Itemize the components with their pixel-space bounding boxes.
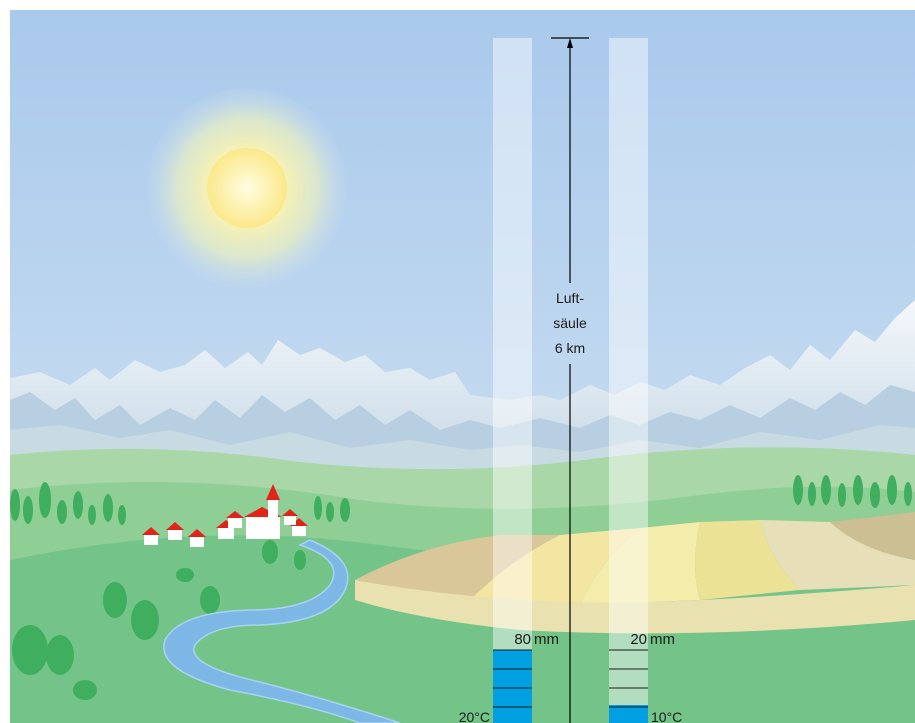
left-air-column	[493, 38, 532, 723]
church-icon	[244, 484, 282, 539]
right-water-value: 20	[630, 631, 647, 648]
right-air-column	[609, 38, 648, 723]
column-label-line-1: Luft-	[556, 290, 584, 306]
right-temperature-label: 10°C	[651, 709, 682, 723]
trees-icon	[10, 475, 912, 700]
river-icon	[163, 539, 401, 723]
height-arrow	[551, 37, 589, 723]
column-label-line-3: 6 km	[555, 340, 585, 356]
fields	[355, 512, 915, 634]
right-water-gauge	[609, 649, 648, 723]
left-water-fill	[493, 650, 532, 723]
right-water-unit: mm	[650, 631, 675, 648]
left-water-unit: mm	[534, 631, 559, 648]
column-label-line-2: säule	[553, 315, 587, 331]
left-water-gauge	[493, 649, 532, 723]
left-water-value: 80	[514, 631, 531, 648]
sun-icon	[147, 88, 347, 288]
left-temperature-label: 20°C	[459, 709, 490, 723]
village-icon	[142, 509, 308, 547]
right-water-fill	[609, 705, 648, 723]
